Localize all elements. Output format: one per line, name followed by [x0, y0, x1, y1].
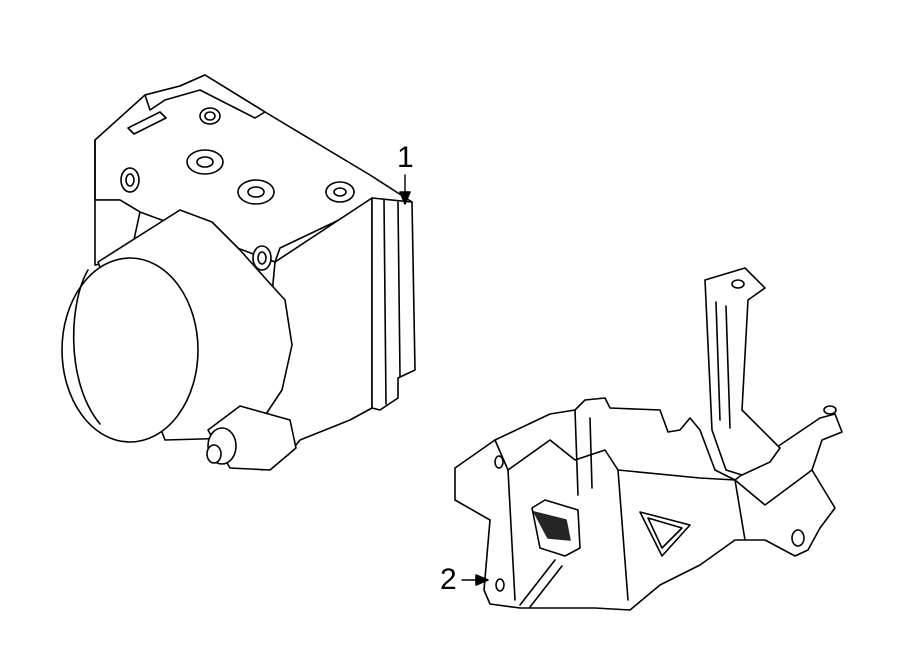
- bracket-clip-shading: [533, 511, 571, 541]
- bracket-arm: [704, 267, 781, 476]
- arm-hole: [731, 279, 745, 289]
- control-unit-edge-2: [397, 201, 401, 377]
- arm-slot: [715, 301, 731, 429]
- bracket-plate: [454, 397, 843, 611]
- top-ledge: [144, 74, 266, 119]
- bracket-fold-4: [734, 469, 813, 541]
- leader-arrowhead-1: [399, 191, 411, 205]
- top-slot: [127, 111, 167, 135]
- callout-1-label: 1: [397, 141, 414, 174]
- bracket-fold-3: [574, 409, 593, 496]
- bracket-fold-1: [494, 439, 736, 481]
- bracket-triangle-cutout: [639, 511, 691, 557]
- bracket-fold-2: [617, 469, 629, 601]
- bracket-triangle-inner: [647, 517, 683, 549]
- callout-2-label: 2: [440, 563, 457, 596]
- bracket-strap: [519, 559, 563, 608]
- connector-pin: [206, 444, 222, 464]
- motor-cap-edge: [72, 269, 101, 425]
- control-unit: [371, 197, 416, 411]
- mounting-bracket: [454, 267, 843, 611]
- bracket-fold-5: [507, 469, 516, 601]
- abs-modulator-assembly: [61, 74, 416, 471]
- control-unit-edge-1: [383, 199, 387, 405]
- valve-block-left: [94, 139, 141, 266]
- leader-arrowhead-2: [475, 574, 489, 586]
- port-holes: [120, 107, 355, 271]
- motor-end-cap: [61, 257, 199, 443]
- bracket-holes: [494, 405, 837, 592]
